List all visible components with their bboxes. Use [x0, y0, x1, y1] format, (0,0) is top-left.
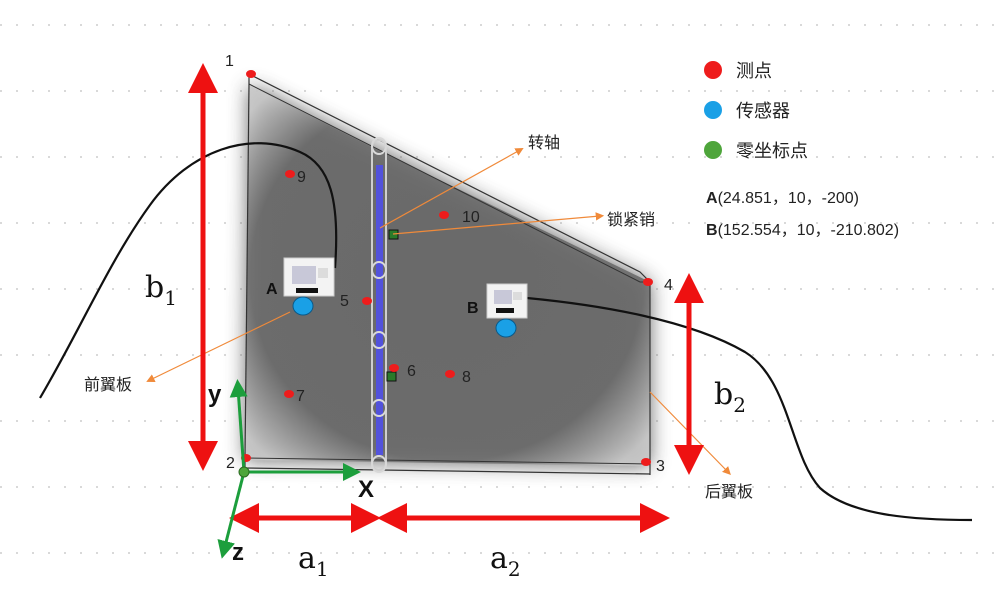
point-10-dot	[439, 211, 449, 219]
sensor-a-coord-name: A	[706, 190, 718, 207]
axis-z-label: z	[232, 539, 244, 566]
sensor-b-coordinates: B(152.554，10，-210.802)	[706, 216, 899, 240]
sensor-b-dot	[495, 318, 517, 338]
point-9-dot	[285, 170, 295, 178]
dim-a1-label: a1	[298, 541, 329, 581]
axis-x-label: X	[358, 476, 374, 503]
point-6-label: 6	[407, 363, 416, 380]
point-3-label: 3	[656, 458, 665, 475]
point-10-label: 10	[462, 209, 480, 226]
legend-label-sensor: 传感器	[736, 101, 790, 122]
point-5-label: 5	[340, 293, 349, 310]
sensor-b-label: B	[467, 300, 479, 317]
dim-b1-label: b1	[145, 270, 177, 310]
axis-y-label: y	[208, 381, 222, 408]
point-4-dot	[643, 278, 653, 286]
coordinate-axes	[217, 379, 361, 559]
zero-point-icon	[704, 141, 722, 159]
point-9-label: 9	[297, 169, 306, 186]
legend-item-zero-point: 零坐标点	[700, 138, 808, 162]
wing-panel	[244, 73, 651, 475]
sensor-a-dot	[292, 296, 314, 316]
measure-point-icon	[704, 61, 722, 79]
legend-item-measure-point: 测点	[700, 58, 772, 82]
point-8-dot	[445, 370, 455, 378]
point-number-labels: 1 2 3 4 5 6 7 8 9 10	[225, 53, 673, 475]
sensor-icon	[704, 101, 722, 119]
lock-pin-lower	[386, 371, 397, 382]
legend-label-zero-point: 零坐标点	[736, 141, 808, 162]
point-3-dot	[641, 458, 651, 466]
sensor-b-cable	[526, 296, 973, 522]
axis-z	[217, 471, 246, 559]
sensor-a	[283, 257, 335, 316]
dimension-arrows	[188, 63, 704, 533]
point-4-label: 4	[664, 277, 673, 294]
sensor-b	[486, 283, 528, 338]
sensor-b-coord-value: (152.554，10，-210.802)	[717, 222, 900, 239]
legend-label-measure-point: 测点	[736, 61, 772, 82]
axis-y	[229, 379, 248, 473]
sensor-a-coordinates: A(24.851，10，-200)	[706, 184, 859, 208]
sensor-a-label: A	[266, 281, 278, 298]
sensor-b-coord-name: B	[706, 222, 718, 239]
lock-pin-label: 锁紧销	[607, 210, 655, 229]
point-8-label: 8	[462, 369, 471, 386]
sensor-a-coord-value: (24.851，10，-200)	[717, 190, 859, 207]
legend-item-sensor: 传感器	[700, 98, 790, 122]
legend: 测点 传感器 零坐标点 A(24.851，10，-200) B(152.554，…	[700, 52, 990, 242]
point-2-label: 2	[226, 455, 235, 472]
rear-flap-label: 后翼板	[705, 482, 753, 501]
point-1-label: 1	[225, 53, 234, 70]
zero-point-dot	[238, 466, 250, 478]
dim-a2-label: a2	[490, 541, 521, 581]
shaft-label: 转轴	[528, 133, 560, 152]
point-7-dot	[284, 390, 294, 398]
point-1-dot	[246, 70, 256, 78]
point-6-dot	[389, 364, 399, 372]
dim-b2-label: b2	[714, 377, 746, 417]
point-5-dot	[362, 297, 372, 305]
front-flap-label: 前翼板	[84, 375, 132, 394]
point-7-label: 7	[296, 388, 305, 405]
